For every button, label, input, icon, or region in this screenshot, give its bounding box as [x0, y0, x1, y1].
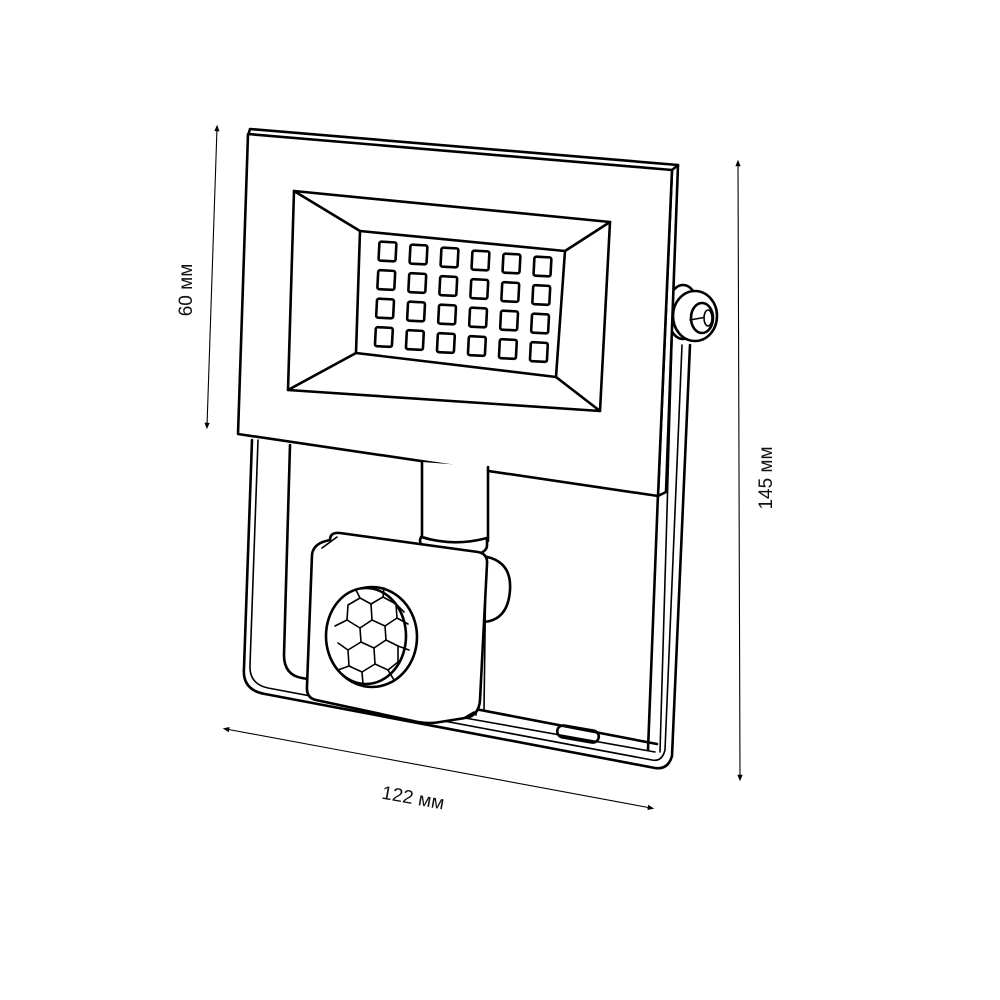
led-chip: [531, 283, 552, 307]
led-chip: [529, 312, 551, 335]
led-chip: [404, 328, 426, 352]
led-chip: [532, 255, 553, 278]
led-chip: [469, 277, 490, 301]
fresnel-lens-icon: [334, 587, 410, 685]
led-chip: [467, 306, 489, 329]
led-chip: [435, 331, 457, 355]
led-chip: [377, 240, 398, 263]
led-chip: [438, 274, 459, 298]
led-chip: [497, 337, 519, 361]
led-chip: [436, 303, 458, 326]
dimension-label-122: 122 мм: [380, 783, 446, 815]
dimension-height-total: 145 мм: [735, 159, 777, 782]
led-chip: [374, 297, 396, 320]
dimension-height-panel: 60 мм: [176, 124, 220, 430]
led-chip: [407, 271, 428, 295]
led-chip: [439, 246, 460, 269]
led-chip: [501, 252, 522, 275]
led-chip: [498, 309, 520, 332]
led-chip: [528, 340, 550, 364]
dimension-label-145: 145 мм: [756, 446, 777, 509]
led-chip: [500, 280, 521, 304]
led-reflector: [286, 189, 612, 413]
dimension-label-60: 60 мм: [176, 264, 197, 317]
led-array: [373, 240, 553, 364]
led-chip: [376, 268, 397, 292]
led-chip: [373, 325, 395, 349]
sensor-neck: [418, 460, 490, 558]
led-chip: [405, 300, 427, 323]
led-chip: [408, 243, 429, 266]
pir-sensor: [305, 531, 489, 725]
led-chip: [470, 249, 491, 272]
led-chip: [466, 334, 488, 358]
